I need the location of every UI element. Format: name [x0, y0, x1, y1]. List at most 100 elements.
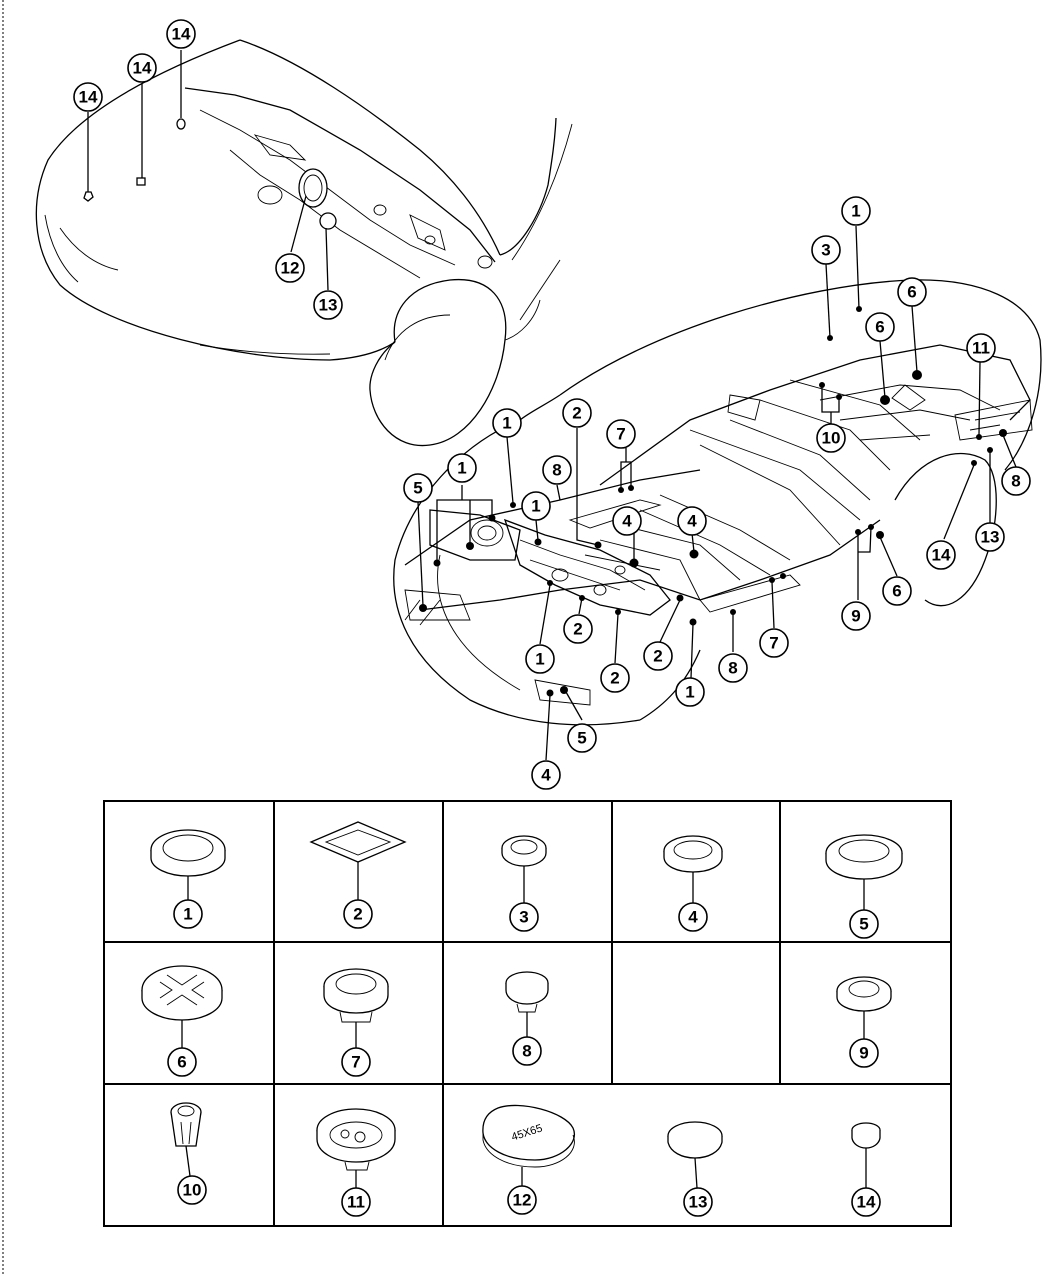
callout-14-c: 14: [166, 19, 196, 49]
svg-text:2: 2: [573, 620, 582, 639]
callout-5: 5: [567, 723, 597, 753]
callout-2: 2: [562, 398, 592, 428]
plug-14-drawing: [851, 1122, 881, 1149]
svg-text:14: 14: [79, 88, 98, 107]
svg-text:3: 3: [519, 908, 528, 927]
plug-14-installed: [136, 177, 146, 186]
plug-9-drawing: [836, 976, 892, 1012]
svg-text:9: 9: [859, 1044, 868, 1063]
svg-text:6: 6: [907, 283, 916, 302]
svg-text:14: 14: [172, 25, 191, 44]
svg-text:3: 3: [821, 241, 830, 260]
svg-text:12: 12: [281, 259, 300, 278]
plug-14-installed: [83, 191, 94, 202]
svg-text:6: 6: [177, 1053, 186, 1072]
svg-text:10: 10: [822, 429, 841, 448]
legend-cell-2: 2: [309, 821, 407, 929]
plug-5-drawing: [825, 834, 903, 880]
plug-11-drawing: [316, 1108, 396, 1171]
svg-text:11: 11: [347, 1193, 365, 1212]
svg-text:4: 4: [687, 512, 697, 531]
callout-13: 13: [975, 522, 1005, 552]
callout-7: 7: [759, 628, 789, 658]
svg-text:5: 5: [577, 729, 586, 748]
callout-1: 1: [447, 453, 477, 483]
callout-1: 1: [492, 408, 522, 438]
svg-text:14: 14: [133, 59, 152, 78]
underbody-view: [393, 279, 1042, 726]
callout-5: 5: [403, 473, 433, 503]
callout-3: 3: [811, 235, 841, 265]
legend-cell-13: 13: [667, 1121, 723, 1217]
svg-text:2: 2: [610, 669, 619, 688]
svg-text:1: 1: [183, 905, 192, 924]
front-body-view: [35, 39, 573, 447]
plug-3-drawing: [501, 835, 547, 867]
svg-text:2: 2: [572, 404, 581, 423]
callout-8: 8: [1001, 466, 1031, 496]
svg-text:4: 4: [622, 512, 632, 531]
plug-2-drawing: [309, 821, 407, 863]
plug-13-installed: [319, 212, 337, 230]
callout-6: 6: [865, 312, 895, 342]
legend-cell-7: 7: [323, 968, 389, 1077]
svg-text:8: 8: [522, 1042, 531, 1061]
callout-2: 2: [600, 663, 630, 693]
svg-text:13: 13: [981, 528, 1000, 547]
callout-4: 4: [531, 760, 561, 790]
plug-4-drawing: [663, 835, 723, 873]
svg-text:1: 1: [851, 202, 860, 221]
svg-text:5: 5: [413, 479, 422, 498]
svg-text:13: 13: [689, 1193, 708, 1212]
svg-text:2: 2: [353, 905, 362, 924]
callout-14-b: 14: [127, 53, 157, 83]
svg-text:14: 14: [932, 546, 951, 565]
callout-4: 4: [612, 506, 642, 536]
legend-cell-3: 3: [501, 835, 547, 932]
legend-cell-8: 8: [505, 971, 549, 1066]
svg-text:4: 4: [541, 766, 551, 785]
svg-text:12: 12: [513, 1191, 532, 1210]
legend-cell-10: 10: [170, 1102, 207, 1205]
svg-text:8: 8: [552, 461, 561, 480]
svg-text:7: 7: [616, 425, 625, 444]
legend-cell-11: 11: [316, 1108, 396, 1217]
svg-text:14: 14: [857, 1193, 876, 1212]
callout-13: 13: [313, 290, 343, 320]
svg-text:1: 1: [535, 650, 544, 669]
svg-text:13: 13: [319, 296, 338, 315]
svg-text:8: 8: [728, 659, 737, 678]
callout-4: 4: [677, 506, 707, 536]
svg-text:11: 11: [972, 339, 990, 358]
legend-cell-4: 4: [663, 835, 723, 932]
svg-text:1: 1: [502, 414, 511, 433]
callout-9: 9: [841, 601, 871, 631]
callout-6: 6: [897, 277, 927, 307]
plug-7-drawing: [323, 968, 389, 1023]
svg-text:6: 6: [875, 318, 884, 337]
svg-text:6: 6: [892, 582, 901, 601]
legend-cell-6: 6: [141, 965, 223, 1077]
svg-text:9: 9: [851, 607, 860, 626]
svg-text:1: 1: [531, 497, 540, 516]
installed-plug-markers: [419, 306, 1007, 697]
callout-1: 1: [675, 677, 705, 707]
leader-lines: [417, 225, 1017, 761]
plug-8-drawing: [505, 971, 549, 1013]
svg-text:1: 1: [685, 683, 694, 702]
svg-text:7: 7: [351, 1053, 360, 1072]
callout-7: 7: [606, 419, 636, 449]
callout-8: 8: [718, 653, 748, 683]
callout-12: 12: [275, 253, 305, 283]
callout-14-a: 14: [73, 82, 103, 112]
svg-text:7: 7: [769, 634, 778, 653]
callout-6: 6: [882, 576, 912, 606]
svg-text:10: 10: [183, 1181, 202, 1200]
plug-1-drawing: [150, 829, 226, 877]
plug-12-drawing: 45X65: [482, 1104, 576, 1168]
plug-6-drawing: [141, 965, 223, 1021]
callout-2: 2: [643, 641, 673, 671]
svg-text:2: 2: [653, 647, 662, 666]
svg-text:4: 4: [688, 908, 698, 927]
